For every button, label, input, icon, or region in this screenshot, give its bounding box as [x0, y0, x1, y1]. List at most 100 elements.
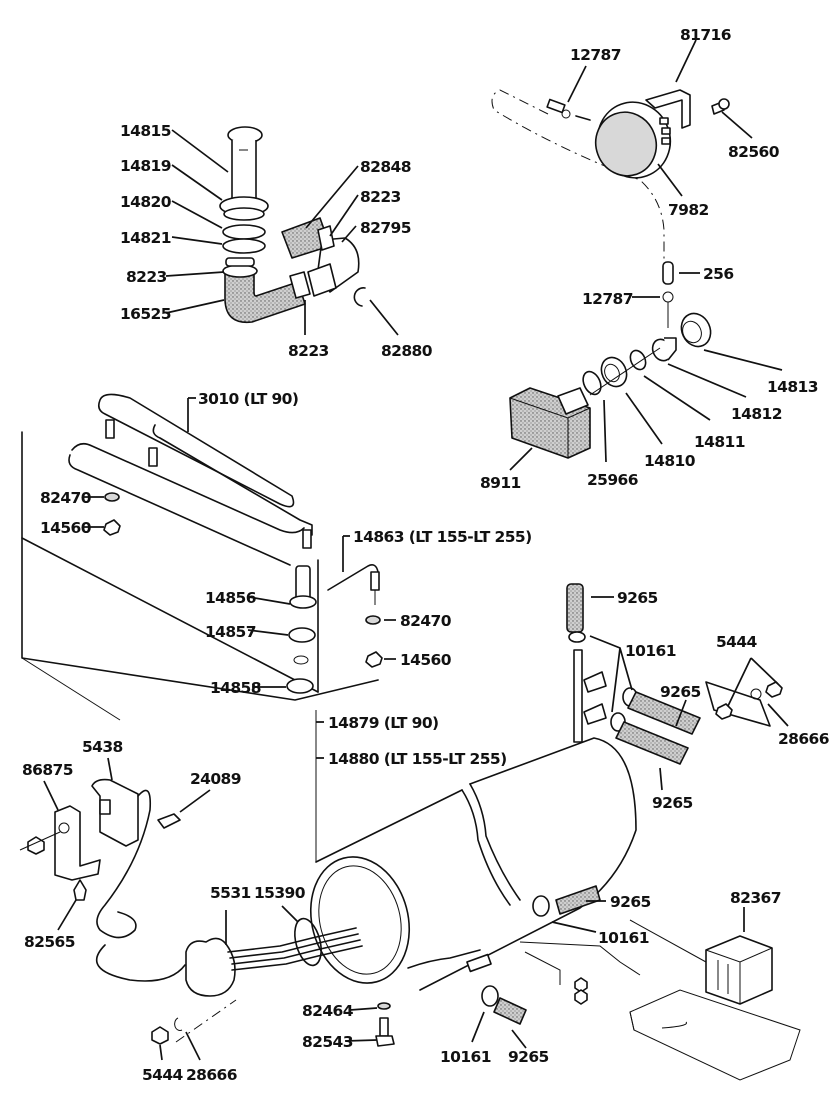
label-10161: 10161: [625, 642, 676, 660]
lid-switch-assembly: [19, 778, 186, 982]
label-82848: 82848: [360, 158, 411, 176]
tank-end-flange: [309, 856, 411, 984]
clamp-10161-bottom: [481, 985, 499, 1007]
label-14810: 14810: [644, 452, 696, 470]
label-82367: 82367: [730, 889, 781, 907]
label-9265: 9265: [508, 1048, 549, 1066]
o-ring-14811: [629, 349, 647, 371]
label-14560: 14560: [40, 519, 92, 537]
switch-housing-5438: [91, 778, 139, 847]
bracket-86875: [54, 805, 101, 881]
clip-12787-top: [561, 109, 571, 119]
label-9265: 9265: [610, 893, 651, 911]
tube-9265-vertical: [566, 583, 584, 633]
heating-element-assembly: [21, 393, 383, 721]
label-256: 256: [703, 265, 734, 283]
label-14879: 14879 (LT 90): [328, 714, 439, 732]
label-14812: 14812: [731, 405, 782, 423]
label-9265: 9265: [660, 683, 701, 701]
pressure-switch-7982: [575, 101, 672, 179]
washer-82470-left: [104, 492, 120, 502]
screw-82560: [711, 98, 730, 115]
nut-5444-top: [765, 681, 783, 698]
label-82464: 82464: [302, 1002, 354, 1020]
label-10161: 10161: [598, 929, 649, 947]
label-82560: 82560: [728, 143, 780, 161]
standpipe-14856: [289, 565, 317, 609]
clamp-10161-top: [568, 631, 586, 643]
switch-cable: [96, 789, 152, 939]
tube-9265-upper: [627, 691, 701, 735]
element-flange-assembly: [151, 917, 395, 1047]
flange-14819: [219, 196, 269, 221]
label-28666: 28666: [186, 1066, 237, 1084]
label-5438: 5438: [82, 738, 123, 756]
label-9265: 9265: [652, 794, 693, 812]
label-14560: 14560: [400, 651, 452, 669]
nut-14858: [286, 678, 314, 694]
nut-14560-right: [365, 651, 383, 668]
label-82543: 82543: [302, 1033, 353, 1051]
bolt-82543: [375, 1017, 395, 1047]
heating-element-14863: [327, 564, 380, 605]
label-15390: 15390: [254, 884, 306, 902]
washer-28666-top: [750, 688, 762, 700]
label-82470: 82470: [400, 612, 452, 630]
label-10161: 10161: [440, 1048, 491, 1066]
ring-14820: [222, 224, 266, 240]
label-14811: 14811: [694, 433, 745, 451]
label-12787: 12787: [582, 290, 633, 308]
bracket-81716: [645, 89, 691, 129]
washer-82464: [377, 1002, 391, 1010]
elbow-82795: [307, 237, 360, 297]
contactor-82367: [629, 919, 801, 1081]
label-9265: 9265: [617, 589, 658, 607]
nut-14560-left: [103, 519, 121, 536]
hose-clamps-8223: [225, 225, 335, 299]
label-14858: 14858: [210, 679, 261, 697]
label-28666: 28666: [778, 730, 829, 748]
label-86875: 86875: [22, 761, 73, 779]
label-14813: 14813: [767, 378, 818, 396]
washer-28666-bottom: [174, 1017, 183, 1031]
drain-assembly: [219, 126, 366, 324]
tube-9265-lower: [615, 721, 689, 765]
label-14857: 14857: [205, 623, 256, 641]
label-8911: 8911: [480, 474, 521, 492]
tube-9265-middle: [555, 885, 601, 915]
label-82565: 82565: [24, 933, 75, 951]
seal-14857: [288, 627, 316, 643]
label-5444: 5444: [716, 633, 758, 651]
label-14880: 14880 (LT 155-LT 255): [328, 750, 507, 768]
push-rivet-82565: [73, 879, 87, 901]
label-14819: 14819: [120, 157, 171, 175]
label-14821: 14821: [120, 229, 171, 247]
bottom-tubing: [407, 885, 641, 1025]
label-24089: 24089: [190, 770, 241, 788]
thermostat-body-8911: [509, 387, 591, 459]
elbow-hose-16525: [222, 264, 306, 324]
label-81716: 81716: [680, 26, 731, 44]
tubing-assembly-top: [566, 583, 783, 765]
label-82795: 82795: [360, 219, 411, 237]
nut-5444-bottom: [151, 1026, 169, 1045]
label-14820: 14820: [120, 193, 172, 211]
label-8223: 8223: [288, 342, 329, 360]
label-82470: 82470: [40, 489, 92, 507]
label-5531: 5531: [210, 884, 251, 902]
ring-nut-14810: [600, 356, 628, 388]
label-8223: 8223: [126, 268, 167, 286]
washer-82470-right: [365, 615, 381, 625]
label-3010: 3010 (LT 90): [198, 390, 298, 408]
o-ring-25966: [582, 370, 602, 396]
label-14815: 14815: [120, 122, 171, 140]
thermostat-assembly: [509, 261, 712, 459]
label-16525: 16525: [120, 305, 171, 323]
label-7982: 7982: [668, 201, 709, 219]
ring-14821: [222, 238, 266, 254]
overflow-pipe-14815: [227, 126, 263, 203]
nut-14813: [680, 312, 712, 348]
label-25966: 25966: [587, 471, 638, 489]
part-labels: 14815 14819 14820 14821 8223 16525 82848…: [22, 26, 830, 1084]
label-5444: 5444: [142, 1066, 184, 1084]
